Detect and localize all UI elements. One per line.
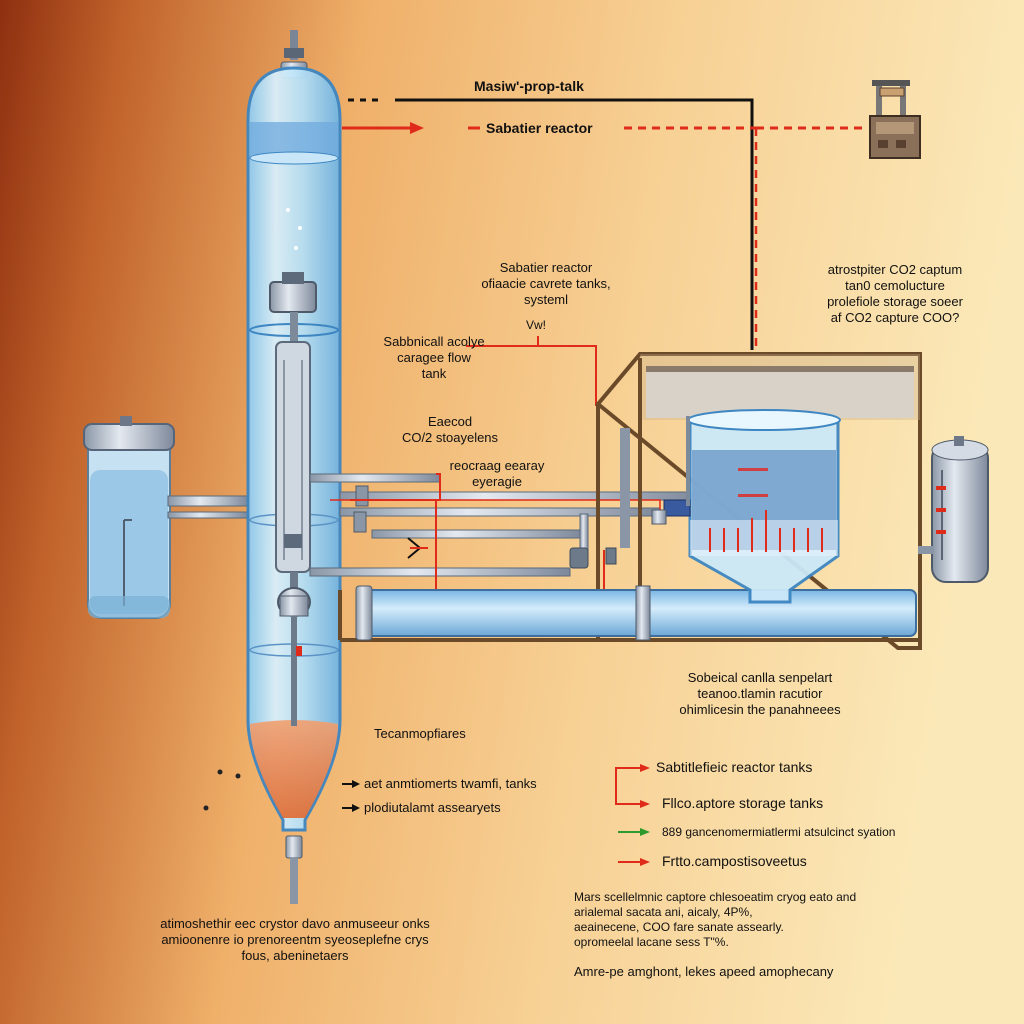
tank-flow-line-2: caragee flow [397,350,471,365]
notes-line-3: aeainecene, COO fare sanate assearly. [574,920,784,934]
co2-capture-label: atrostpiter CO2 captum tan0 cemolucture … [800,262,990,326]
notes-line-4: opromeelal lacane sess T"%. [574,935,729,949]
small-mark-label: Vw! [526,318,547,332]
left-tank-pipe [167,495,249,507]
exceed-line-1: Eaecod [427,414,473,429]
co2-capture-line-2: tan0 cemolucture [845,278,945,293]
arrow-text-2: plodiutalamt assearyets [364,800,501,815]
connecting-pipes [309,473,701,590]
top-header-label: Masiw'-prop-talk [474,78,584,94]
lower-right-line-2: teanoo.tlamin racutior [697,686,823,701]
notes-line-2: arialemal sacata ani, aicaly, 4P%, [574,905,753,919]
lower-right-line-1: Sobeical canlla senpelart [687,670,833,685]
top-connection-lines [342,98,862,350]
sabatier-top-label: Sabatier reactor [486,120,593,136]
legend-item-1: Sabtitlefieic reactor tanks [656,759,813,775]
storage-line-2: eyeragie [472,474,522,489]
tecan-label: Tecanmopfiares [374,726,466,741]
co2-capture-device [869,80,921,159]
sabatier-reactor-tank [651,409,841,604]
lower-right-label: Sobeical canlla senpelart teanoo.tlamin … [650,670,870,718]
storage-label: reocraag eearay eyeragie [432,458,562,490]
callout-line [466,345,597,406]
text-arrows [342,780,360,812]
tank-flow-line-3: tank [421,366,447,381]
sabatier-center-line-2: ofiaacie cavrete tanks, [481,276,611,291]
co2-capture-line-4: af CO2 capture COO? [830,310,960,325]
exceed-label: Eaecod CO/2 stoayelens [380,414,520,446]
right-storage-tank [918,436,989,583]
sabatier-center-line-1: Sabatier reactor [499,260,593,275]
left-storage-tank [83,416,175,619]
main-flow-pipe [355,585,917,641]
legend-item-4: Frtto.campostisoveetus [662,853,807,869]
sabatier-center-label: Sabatier reactor ofiaacie cavrete tanks,… [456,260,636,308]
legend-item-2: Fllco.aptore storage tanks [662,795,824,811]
tank-flow-line-1: Sabbnicall acolye [383,334,485,349]
notes-block: Mars scellelmnic captore chlesoeatim cry… [574,890,856,950]
co2-capture-line-3: prolefiole storage soeer [827,294,963,309]
legend-item-3: 889 gancenomermiatlermi atsulcinct syati… [662,825,896,839]
storage-line-1: reocraag eearay [449,458,545,473]
decorative-dots [203,769,241,811]
bottom-left-line-3: fous, abeninetaers [241,948,349,963]
notes-footer: Amre-pe amghont, lekes apeed amophecany [574,964,834,979]
bottom-left-line-2: amioonenre io prenoreentm syeoseplefne c… [161,932,429,947]
arrow-text-1: aet anmtiomerts twamfi, tanks [364,776,537,791]
notes-line-1: Mars scellelmnic captore chlesoeatim cry… [574,890,857,904]
legend-arrows [615,764,650,866]
bottom-left-line-1: atimoshethir eec crystor davo anmuseeur … [160,916,430,931]
tank-flow-label: Sabbnicall acolye caragee flow tank [374,334,494,382]
exceed-line-2: CO/2 stoayelens [401,430,499,445]
main-column [246,30,342,904]
bottom-left-label: atimoshethir eec crystor davo anmuseeur … [130,916,460,964]
lower-right-line-3: ohimlicesin the panahneees [679,702,841,717]
sabatier-center-line-3: systeml [523,292,569,307]
co2-capture-line-1: atrostpiter CO2 captum [827,262,963,277]
